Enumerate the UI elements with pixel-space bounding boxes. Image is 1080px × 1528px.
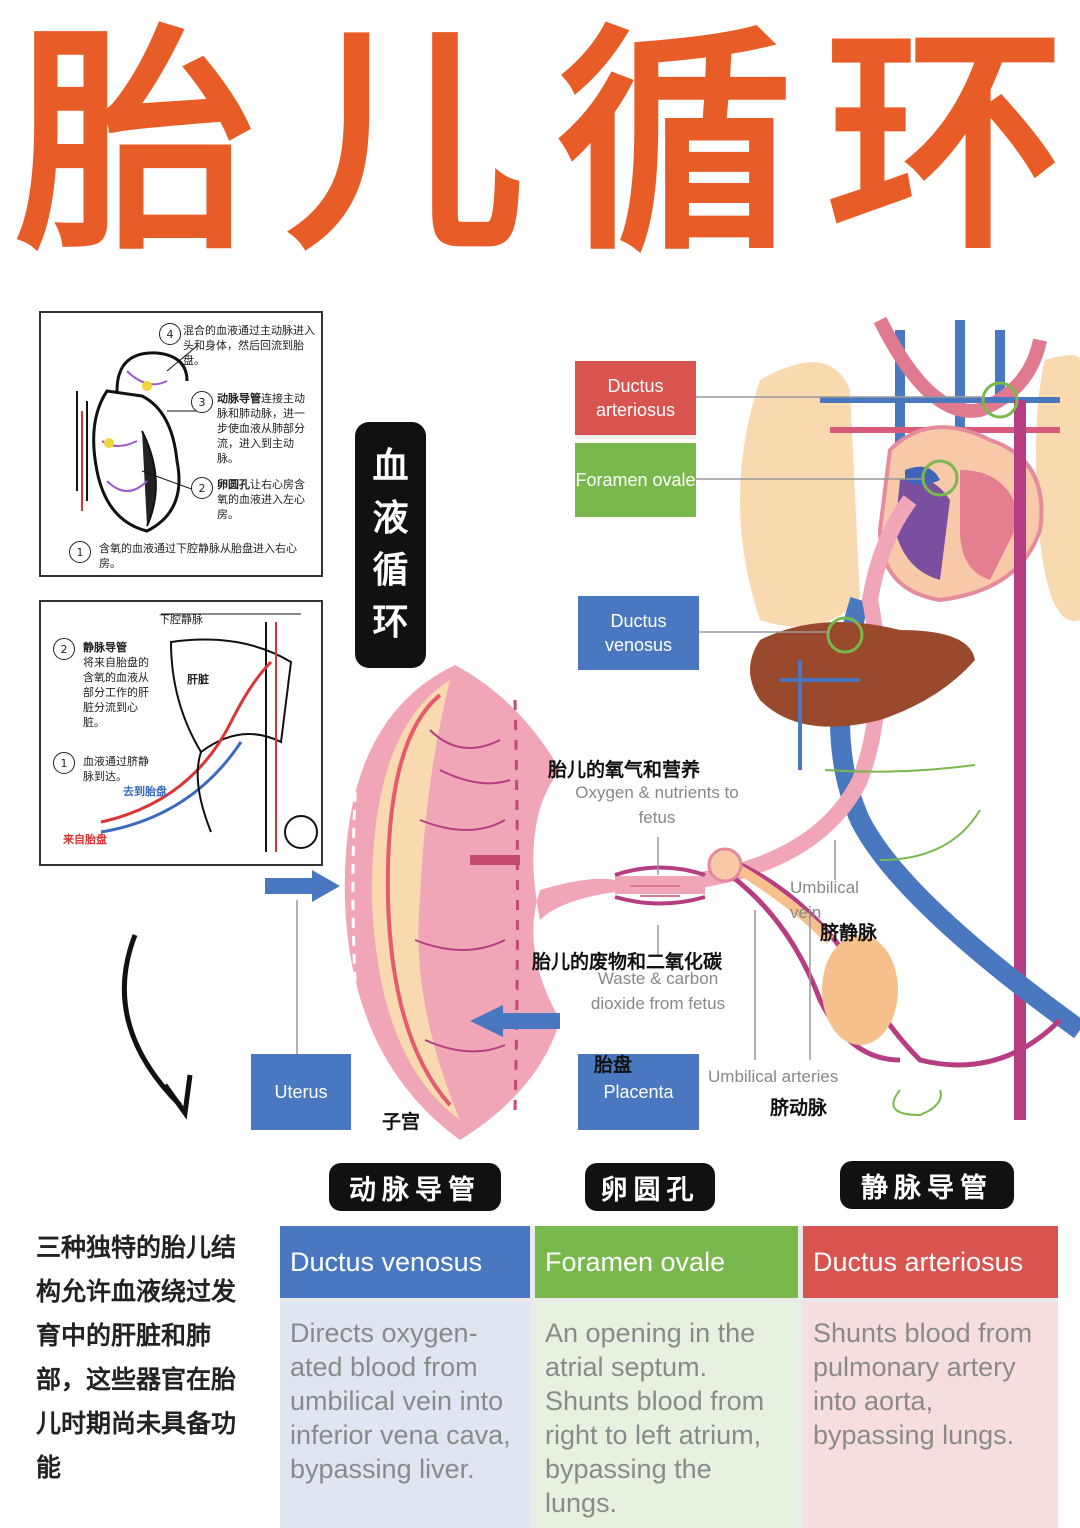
table-body-foramen-ovale: An opening in the atrial septum. Shunts … [535, 1302, 798, 1528]
ivc-label: 下腔静脉 [159, 613, 203, 626]
umbilical-arteries-zh: 脐动脉 [770, 1097, 828, 1119]
from-placenta-label: 来自胎盘 [63, 833, 107, 846]
foramen-ovale-box: Foramen ovale [575, 443, 696, 517]
uterus-zh: 子宫 [382, 1111, 421, 1133]
table-body-ductus-venosus: Directs oxygen-ated blood from umbilical… [280, 1302, 530, 1528]
to-placenta-label: 去到胎盘 [123, 785, 167, 798]
title-char: 胎 [16, 6, 254, 283]
comparison-table: Ductus venosus Directs oxygen-ated blood… [280, 1226, 1058, 1528]
heart-note-1: 1 含氧的血液通过下腔静脉从胎盘进入右心房。 [69, 541, 309, 571]
liver-note-1: 1 血液通过脐静脉到达。 [53, 752, 159, 784]
description-text: 三种独特的胎儿结构允许血液绕过发育中的肝脏和肺部，这些器官在胎儿时期尚未具备功能 [36, 1233, 237, 1482]
table-head-ductus-arteriosus: Ductus arteriosus [803, 1226, 1058, 1298]
heart-note-4: 4 混合的血液通过主动脉进入头和身体，然后回流到胎盘。 [159, 323, 315, 368]
waste-caption-en: Waste & carbon dioxide from fetus [590, 969, 726, 1013]
pill-foramen-ovale: 卵圆孔 [585, 1163, 715, 1211]
liver-panel: 下腔静脉 肝脏 2 静脉导管将来自胎盘的含氧的血液从部分工作的肝脏分流到心脏。 … [39, 600, 323, 866]
title-char: 循 [556, 6, 794, 283]
page-title: 胎 儿 循 环 [0, 20, 1080, 270]
liver-note-2: 2 静脉导管将来自胎盘的含氧的血液从部分工作的肝脏分流到心脏。 [53, 638, 159, 730]
pill-ductus-venosus: 静脉导管 [840, 1161, 1014, 1209]
table-head-ductus-venosus: Ductus venosus [280, 1226, 530, 1298]
heart-sketch [76, 345, 197, 533]
oxygen-caption-zh: 胎儿的氧气和营养 [548, 759, 701, 781]
oxygen-caption-en: Oxygen & nutrients to fetus [575, 783, 739, 827]
placenta-zh: 胎盘 [594, 1054, 633, 1076]
umbilical-arteries-en: Umbilical arteries [708, 1067, 839, 1086]
table-body-ductus-arteriosus: Shunts blood from pulmonary artery into … [803, 1302, 1058, 1528]
uterus-box: Uterus [251, 1054, 351, 1130]
waste-caption-zh: 胎儿的废物和二氧化碳 [532, 951, 723, 973]
ductus-arteriosus-box: Ductus arteriosus [575, 361, 696, 439]
umbilical-vein-zh: 脐静脉 [820, 922, 878, 944]
liver-sketch [100, 613, 318, 852]
heart-panel: 4 混合的血液通过主动脉进入头和身体，然后回流到胎盘。 3 动脉导管连接主动脉和… [39, 311, 323, 577]
title-char: 儿 [286, 6, 524, 283]
liver-label: 肝脏 [187, 673, 209, 686]
heart-note-2: 2 卵圆孔让右心房含氧的血液进入左心房。 [191, 477, 313, 522]
umbilical-vein-en: Umbilical vein [790, 878, 859, 922]
title-char: 环 [826, 6, 1064, 283]
heart-note-3: 3 动脉导管连接主动脉和肺动脉，进一步使血液从肺部分流，进入到主动脉。 [191, 391, 313, 466]
fetal-circulation-illustration [265, 316, 1080, 1140]
ductus-venosus-box: Ductus venosus [578, 596, 699, 670]
placenta-box: Placenta [578, 1054, 699, 1130]
blood-circulation-tag: 血 液 循 环 [355, 422, 426, 668]
pill-ductus-arteriosus: 动脉导管 [329, 1163, 501, 1211]
curved-arrow-icon [121, 934, 193, 1120]
table-head-foramen-ovale: Foramen ovale [535, 1226, 798, 1298]
